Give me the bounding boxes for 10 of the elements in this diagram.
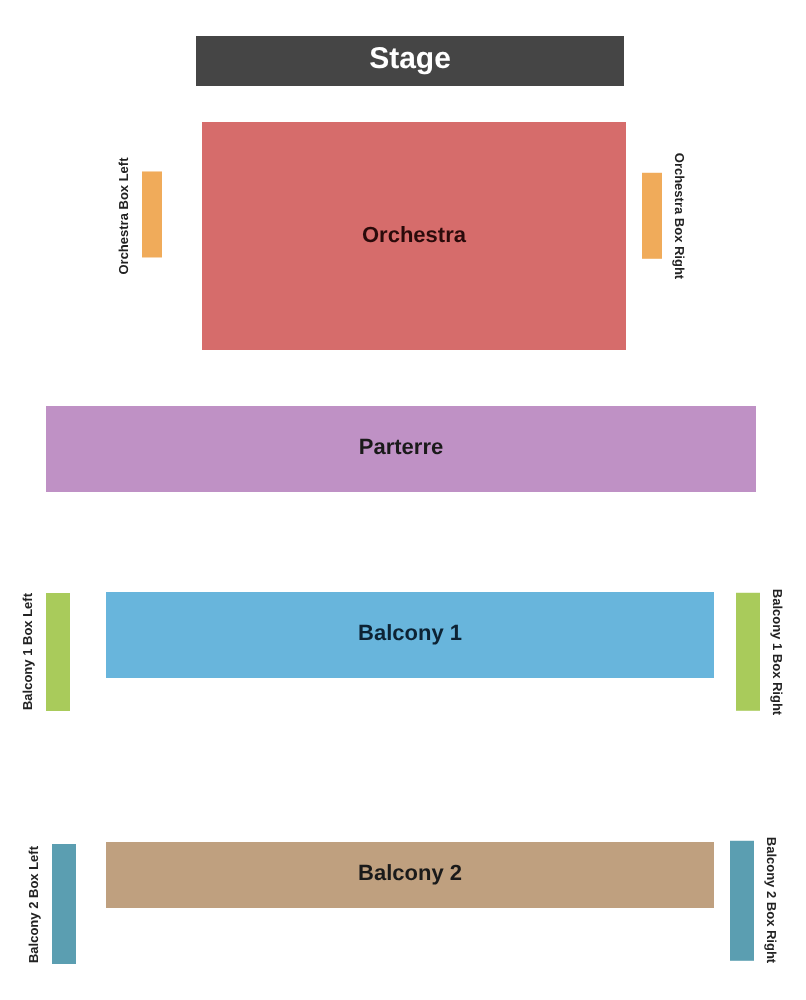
section-label: Balcony 1 [358,620,462,651]
section-label: Balcony 2 [358,860,462,891]
seating-section [106,592,714,678]
seating-section [106,842,714,908]
stage-block [196,36,624,86]
section-label: Orchestra [362,221,466,252]
section-label: Stage [369,40,451,81]
seating-section [202,122,626,350]
seating-section [46,406,756,492]
section-label: Parterre [358,434,444,465]
